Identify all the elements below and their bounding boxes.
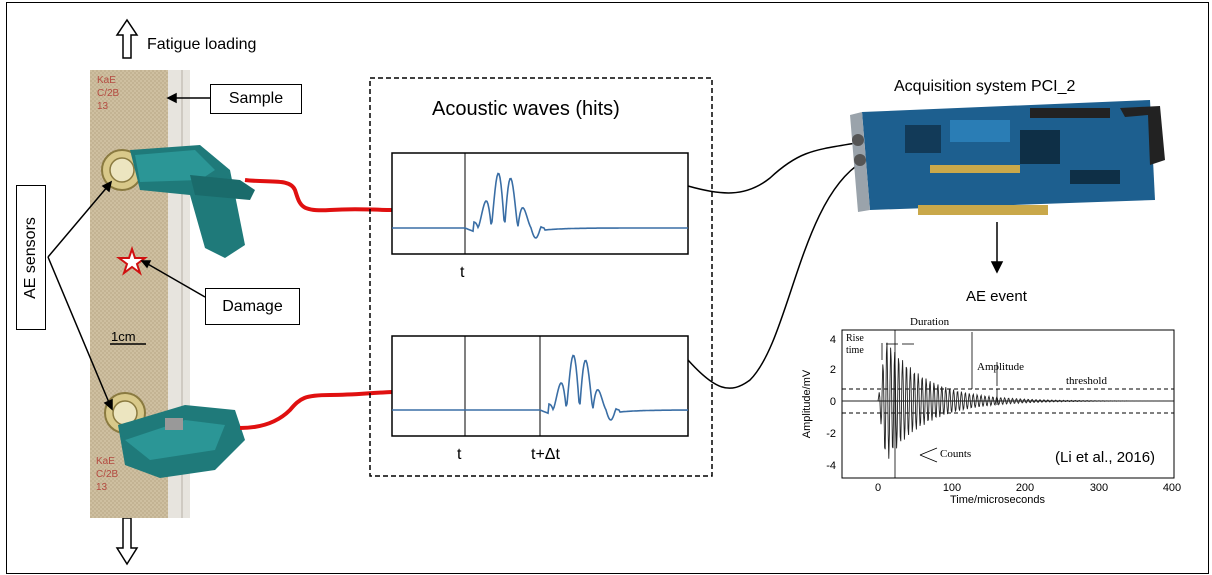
sample-label: Sample [210, 84, 302, 114]
signal-cable-top [688, 142, 862, 193]
svg-text:-4: -4 [826, 460, 836, 472]
fatigue-loading-label: Fatigue loading [147, 36, 256, 54]
svg-text:200: 200 [1016, 482, 1034, 494]
arrow-to-ae-event [992, 222, 1002, 272]
svg-text:400: 400 [1163, 482, 1181, 494]
time-t-bottom: t [457, 446, 461, 464]
wave-panel-bottom [392, 336, 688, 436]
rise-time-annotation: Rise time [846, 333, 878, 357]
counts-annotation: Counts [940, 448, 971, 460]
cable-bottom [240, 392, 392, 428]
svg-text:-2: -2 [826, 428, 836, 440]
damage-label: Damage [205, 288, 300, 325]
threshold-annotation: threshold [1066, 375, 1107, 387]
amplitude-annotation: Amplitude [977, 361, 1024, 373]
ae-event-plot: 4 2 0 -2 -4 0 100 200 300 400 [826, 330, 1181, 494]
svg-text:300: 300 [1090, 482, 1108, 494]
time-t-top: t [460, 264, 464, 282]
ae-plot-xlabel: Time/microseconds [950, 494, 1045, 506]
acquisition-system-label: Acquisition system PCI_2 [894, 78, 1075, 96]
specimen-marking-top: KaE C/2B 13 [97, 74, 125, 113]
ae-plot-ylabel: Amplitude/mV [801, 370, 813, 438]
scale-bar-label: 1cm [111, 329, 136, 344]
svg-text:0: 0 [830, 396, 836, 408]
svg-text:2: 2 [830, 364, 836, 376]
specimen-marking-bottom: KaE C/2B 13 [96, 455, 124, 494]
duration-annotation: Duration [910, 316, 949, 328]
ae-sensors-label: AE sensors [16, 185, 46, 330]
load-arrow-up [117, 20, 137, 58]
acoustic-waves-title: Acoustic waves (hits) [432, 98, 620, 121]
svg-text:0: 0 [875, 482, 881, 494]
acquisition-board-photo [850, 100, 1165, 215]
ae-sensors-text: AE sensors [22, 217, 40, 299]
svg-text:4: 4 [830, 334, 836, 346]
citation-label: (Li et al., 2016) [1055, 449, 1155, 466]
svg-text:100: 100 [943, 482, 961, 494]
ae-event-label: AE event [966, 288, 1027, 305]
load-arrow-down [117, 518, 137, 564]
signal-cable-bottom [688, 162, 862, 388]
wave-panel-top [392, 153, 688, 254]
time-t-delta: t+Δt [531, 446, 560, 464]
